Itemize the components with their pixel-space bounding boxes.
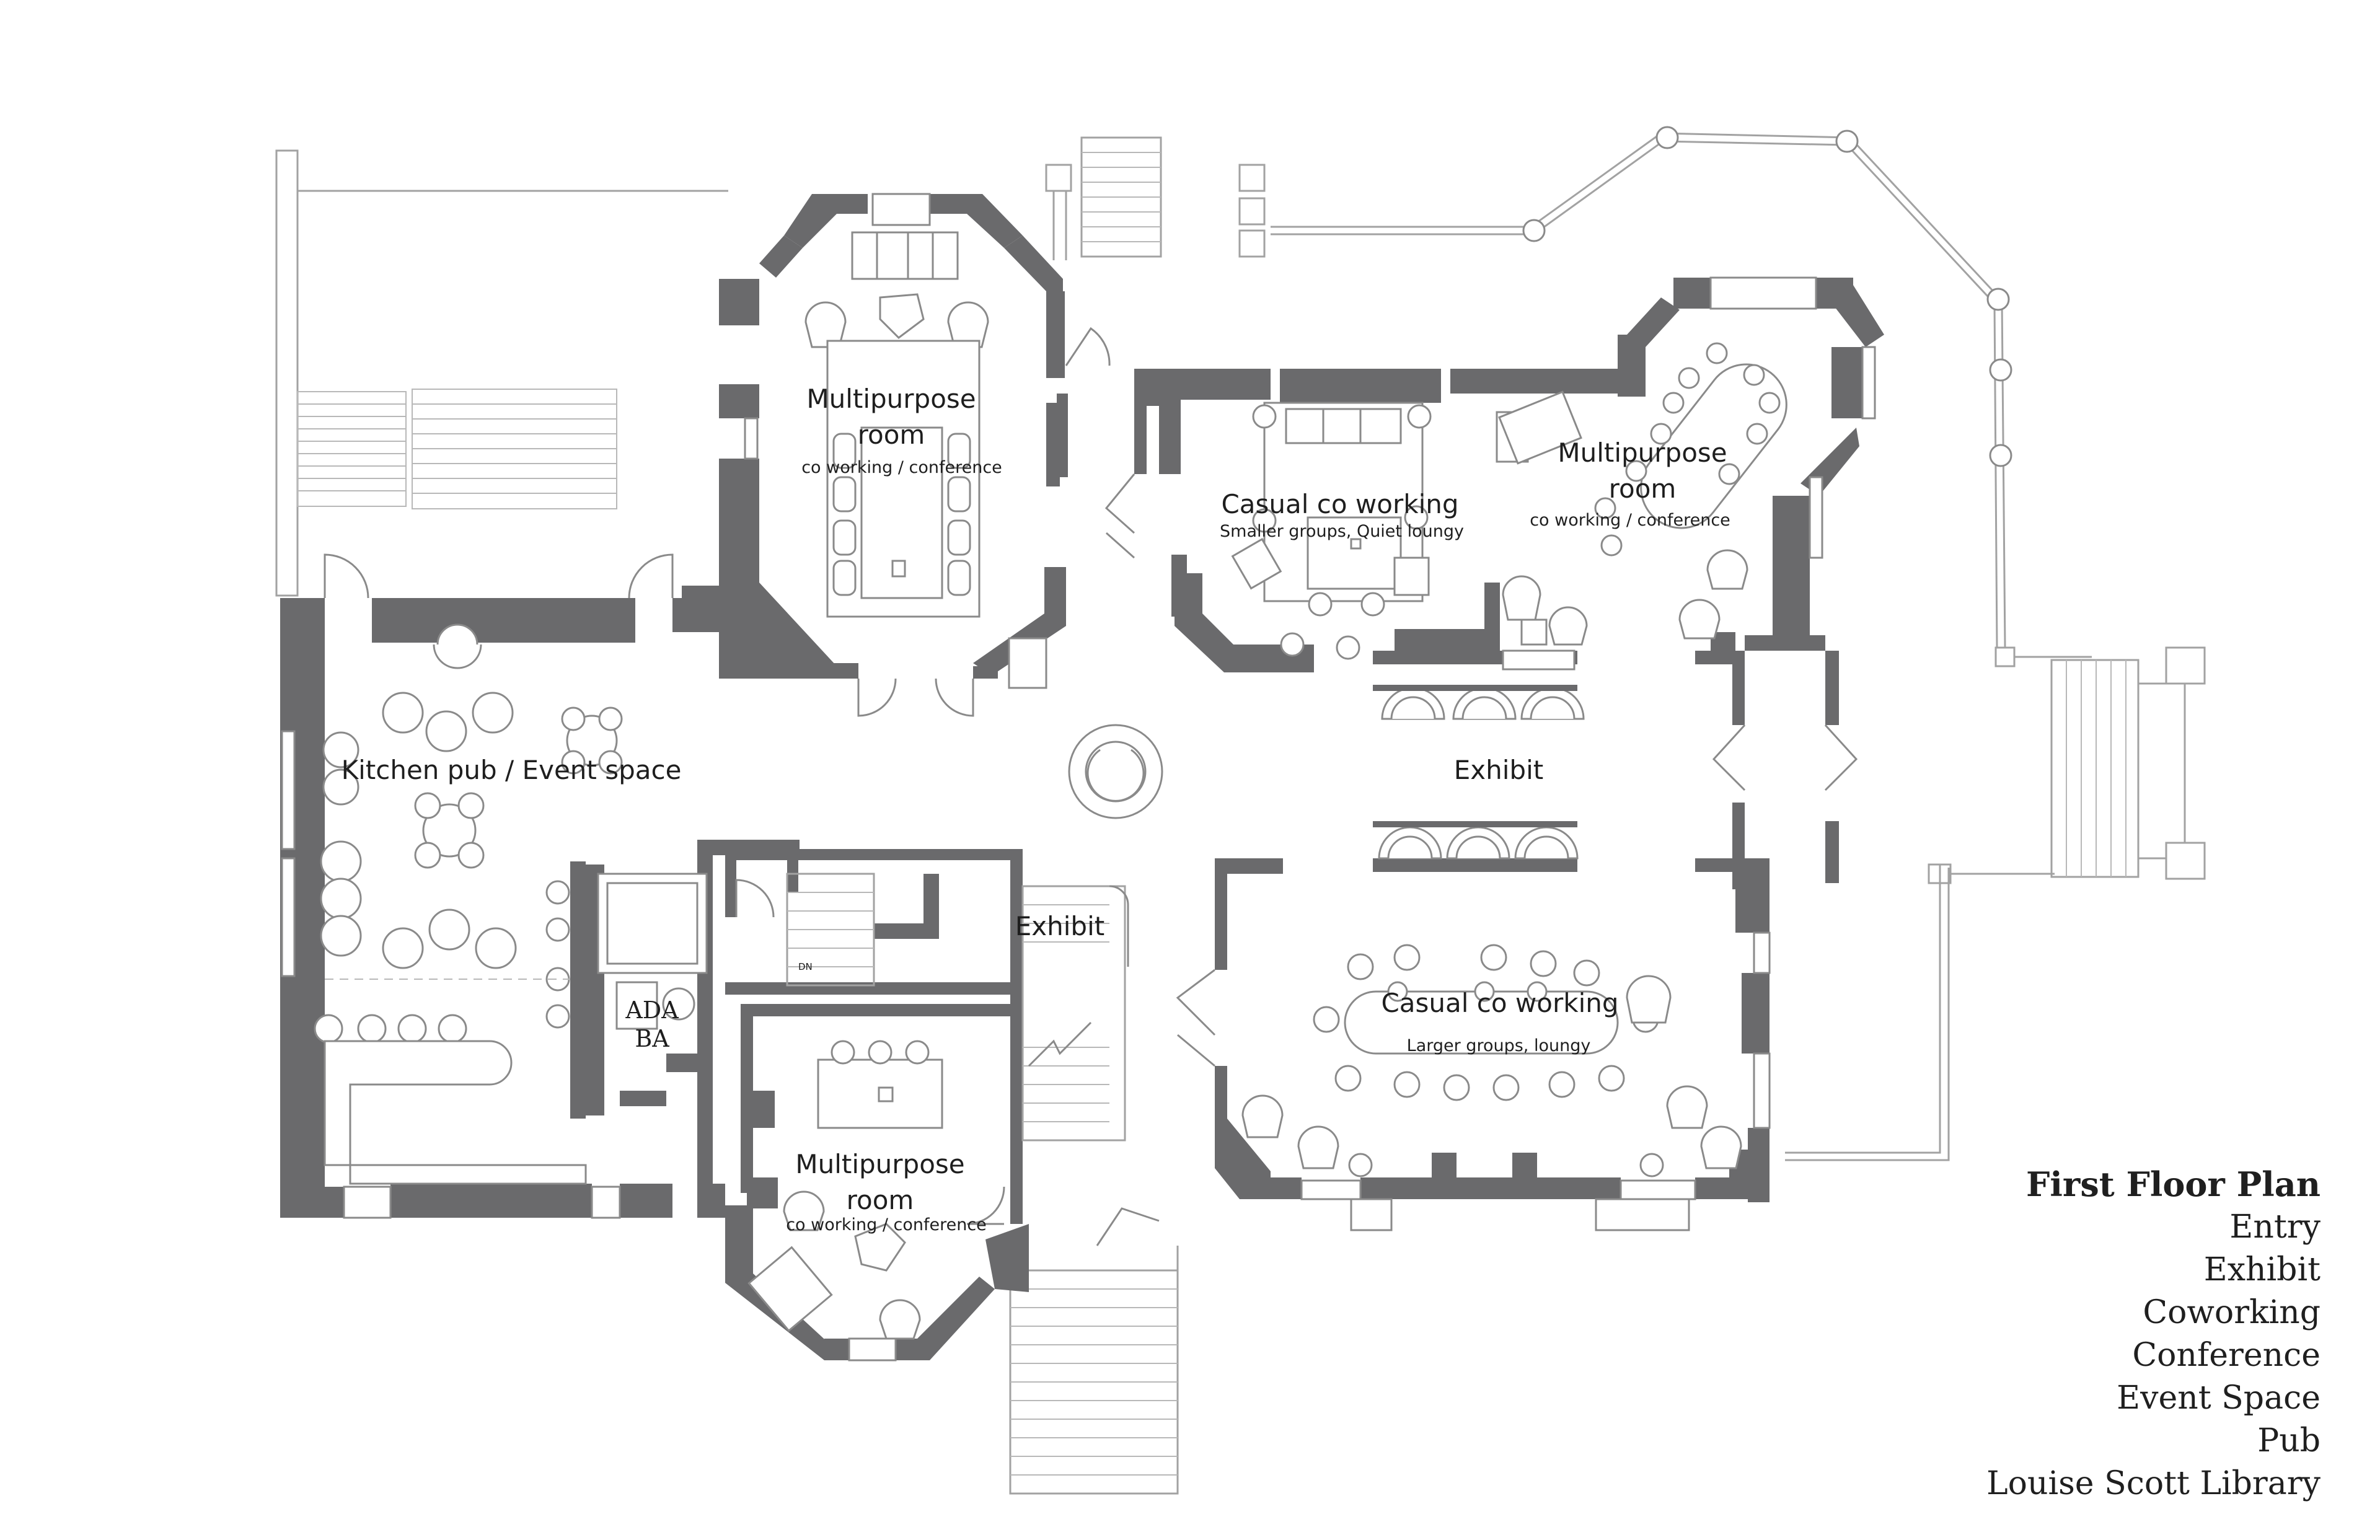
legend-item-library: Louise Scott Library <box>1986 1465 2320 1502</box>
plan-legend: First Floor Plan Entry Exhibit Coworking… <box>1986 1163 2320 1505</box>
legend-title: First Floor Plan <box>2026 1164 2320 1204</box>
east-veranda <box>1271 126 2206 1161</box>
label-stair-dn: DN <box>798 961 813 972</box>
legend-item-pub: Pub <box>2257 1422 2320 1459</box>
legend-item-exhibit: Exhibit <box>2203 1251 2320 1288</box>
south-entry-stairs <box>1009 1246 1179 1495</box>
north-room-doors <box>857 327 1111 717</box>
label-multipurpose-east-sub: co working / conference <box>1530 511 1730 530</box>
casual-large-furniture <box>1241 944 1742 1177</box>
label-multipurpose-south-sub: co working / conference <box>786 1215 987 1234</box>
west-deck <box>275 149 728 597</box>
main-hall-walls <box>1096 276 1884 1246</box>
label-exhibit-stair: Exhibit <box>1015 911 1104 941</box>
label-casual-small-sub: Smaller groups, Quiet loungy <box>1220 522 1464 541</box>
label-casual-large-sub: Larger groups, loungy <box>1407 1036 1591 1055</box>
legend-item-event-space: Event Space <box>2117 1379 2320 1417</box>
north-entry-stairs <box>1045 136 1266 260</box>
legend-item-coworking: Coworking <box>2143 1294 2320 1331</box>
north-multipurpose-walls <box>682 193 1068 689</box>
label-kitchen-pub: Kitchen pub / Event space <box>342 755 682 785</box>
east-room-furniture <box>1594 342 1787 640</box>
legend-item-entry: Entry <box>2229 1208 2320 1246</box>
label-multipurpose-north-sub: co working / conference <box>801 458 1002 477</box>
exhibit-displays <box>1068 685 1585 860</box>
kitchen-pub-furniture <box>314 623 708 1185</box>
label-casual-small: Casual co working <box>1221 489 1458 519</box>
south-multipurpose-walls <box>725 1004 1029 1362</box>
north-room-furniture <box>804 231 989 618</box>
south-room-furniture <box>747 1040 1005 1340</box>
legend-item-conference: Conference <box>2132 1337 2320 1374</box>
label-casual-large: Casual co working <box>1381 988 1618 1018</box>
casual-small-furniture <box>1231 390 1588 671</box>
label-exhibit-center: Exhibit <box>1454 755 1543 785</box>
central-stair-core <box>725 849 1129 1224</box>
